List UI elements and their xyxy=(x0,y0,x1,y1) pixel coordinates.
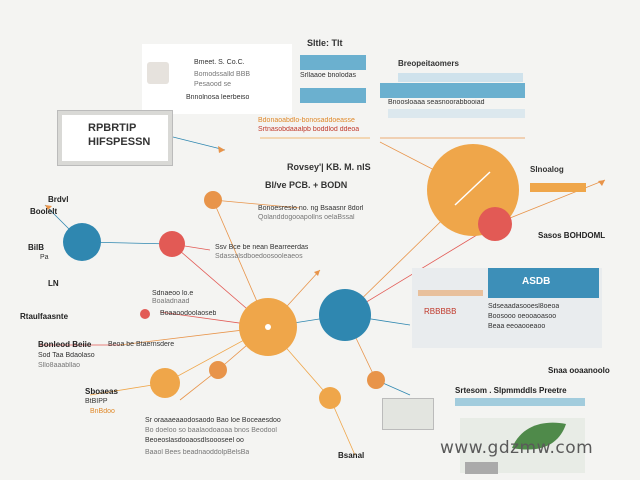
watermark: www.gdzmw.com xyxy=(440,438,594,458)
node-tiny-red[interactable] xyxy=(140,309,150,319)
node-orange-bottom[interactable] xyxy=(319,387,341,409)
top-center-label: Sltle: Tlt xyxy=(307,38,343,48)
node-red-right[interactable] xyxy=(478,207,512,241)
left-panel-card: RPBRTIP HIFSPESSN xyxy=(57,110,173,166)
top-right-blue-bar xyxy=(380,83,525,98)
right-blue-box-title: ASDB xyxy=(522,276,551,287)
node-small-orange-top[interactable] xyxy=(204,191,222,209)
side-label-3: BilB xyxy=(28,244,44,252)
side-label-7: Sboaeas xyxy=(85,388,118,396)
bottom-thumbnail xyxy=(382,398,434,430)
leaf-icon xyxy=(512,422,566,450)
top-right-box: Breopeitaomers Bnoosloaaa seasnoorabbooi… xyxy=(380,55,525,130)
blue-bar-2 xyxy=(300,88,366,103)
blue-bar-1 xyxy=(300,55,366,70)
left-panel-title-1: RPBRTIP xyxy=(88,122,137,134)
side-label-8: BtBIPP xyxy=(85,398,108,405)
node-small-orange-right[interactable] xyxy=(367,371,385,389)
bottom-right-heading: Srtesom . Slpmmddls Preetre xyxy=(455,387,567,395)
top-left-card: Bmeet. S. Co.C. Bomodssalld BBB Pesaood … xyxy=(142,44,292,114)
node-orange-bottom-left[interactable] xyxy=(150,368,180,398)
side-label-5: Rtaulfaasnte xyxy=(20,313,69,321)
node-group xyxy=(63,144,519,409)
side-label-1: Brdvl xyxy=(48,196,69,204)
right-orange-header: Slnoalog xyxy=(530,165,564,174)
title-line-2: Bl/ve PCB. + BODN xyxy=(265,180,348,190)
title-line-1: Rovsey'| KB. M. nlS xyxy=(287,162,371,172)
node-left-blue[interactable] xyxy=(63,223,101,261)
top-right-box-title: Breopeitaomers xyxy=(398,59,459,68)
arrow-heads xyxy=(45,146,605,276)
right-mid-label: Sasos BOHDOML xyxy=(538,232,606,240)
node-left-red[interactable] xyxy=(159,231,185,257)
side-label-9: BnBdoo xyxy=(90,408,115,415)
side-label-4: LN xyxy=(48,280,59,288)
node-small-orange-mid[interactable] xyxy=(209,361,227,379)
right-blue-box: ASDB RBBBBB Sdseaadasooesl8oeoa Boosooo … xyxy=(412,268,602,348)
side-label-2: Boolelt xyxy=(30,208,58,216)
node-center-blue[interactable] xyxy=(319,289,371,341)
side-label-6: Bonleod Beiie xyxy=(38,341,92,349)
image-thumbnail-icon xyxy=(147,62,169,84)
left-panel-title-2: HIFSPESSN xyxy=(88,136,151,148)
